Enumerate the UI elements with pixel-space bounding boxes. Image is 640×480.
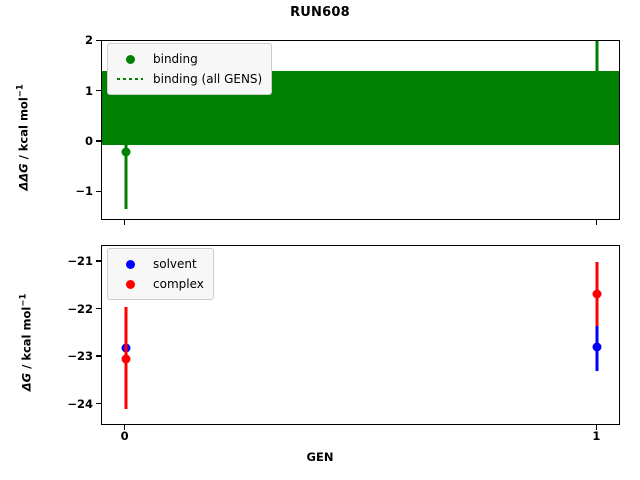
y-tick-mark	[96, 260, 101, 262]
data-point-marker	[592, 342, 602, 352]
circle-marker-icon	[115, 54, 145, 64]
figure-title: RUN608	[290, 5, 350, 20]
y-tick-mark	[96, 39, 101, 42]
legend-label-binding: binding	[153, 52, 198, 66]
legend-item-binding-all-gens[interactable]: binding (all GENS)	[115, 69, 262, 89]
legend-bottom[interactable]: solvent complex	[107, 248, 214, 300]
dotted-line-icon	[115, 77, 145, 81]
legend-item-complex[interactable]: complex	[115, 274, 204, 294]
legend-item-binding[interactable]: binding	[115, 49, 262, 69]
y-tick-label: 2	[84, 33, 93, 48]
data-point-marker	[121, 354, 131, 364]
y-tick-label: −1	[75, 184, 93, 199]
axes-top-binding	[101, 40, 620, 220]
data-point-marker	[592, 289, 602, 299]
y-tick-mark	[96, 307, 101, 310]
data-point-marker	[121, 147, 131, 157]
x-tick-mark	[595, 425, 598, 430]
y-tick-mark	[96, 89, 101, 92]
legend-label-complex: complex	[153, 277, 204, 291]
y-tick-mark	[96, 402, 101, 405]
y-tick-mark	[96, 140, 101, 142]
y-tick-mark	[96, 190, 101, 193]
y-tick-mark	[96, 355, 101, 357]
y-tick-label: −21	[67, 254, 93, 269]
y-tick-label: −23	[67, 349, 93, 364]
legend-label-solvent: solvent	[153, 257, 197, 271]
x-tick-label: 0	[120, 429, 129, 443]
x-tick-mark	[123, 220, 126, 225]
y-axis-label-top: ΔΔG / kcal mol−1	[15, 84, 31, 191]
x-tick-label: 1	[592, 429, 601, 443]
y-tick-label: −24	[67, 396, 93, 411]
legend-label-binding-all-gens: binding (all GENS)	[153, 72, 263, 86]
circle-marker-icon	[115, 279, 145, 289]
x-tick-mark	[595, 220, 598, 225]
x-axis-label: GEN	[306, 450, 334, 464]
y-tick-label: −22	[67, 301, 93, 316]
circle-marker-icon	[115, 259, 145, 269]
legend-top[interactable]: binding binding (all GENS)	[107, 43, 273, 95]
y-axis-label-bottom: ΔG / kcal mol−1	[18, 293, 34, 392]
y-tick-label: 0	[84, 134, 93, 149]
y-tick-label: 1	[84, 83, 93, 98]
legend-item-solvent[interactable]: solvent	[115, 254, 204, 274]
x-tick-mark	[123, 425, 126, 430]
